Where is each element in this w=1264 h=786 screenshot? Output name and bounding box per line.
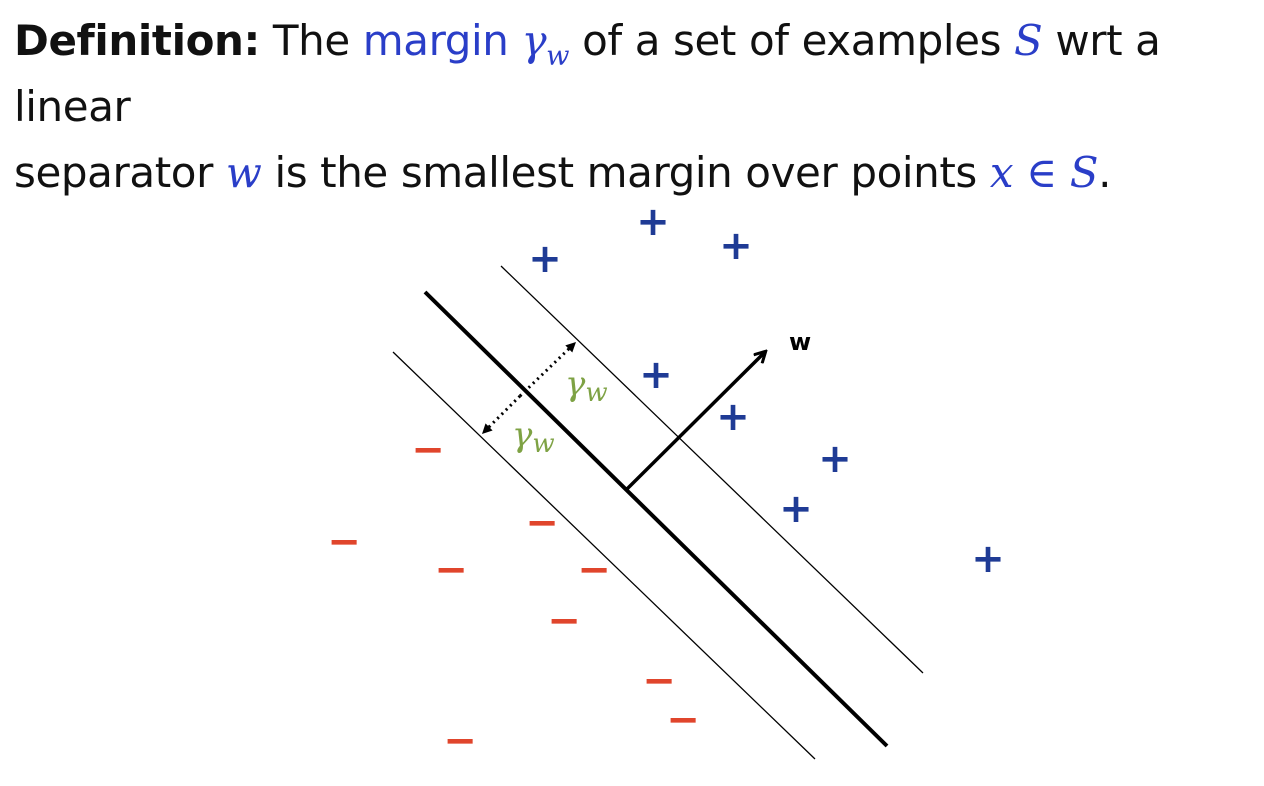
- x-symbol: x: [989, 148, 1014, 197]
- positive-point: +: [639, 352, 673, 398]
- positive-point: +: [636, 199, 670, 245]
- definition-label: Definition:: [14, 16, 260, 65]
- definition-period: .: [1098, 148, 1112, 197]
- negative-points: − − − − − − − − −: [327, 427, 700, 764]
- gamma-w-symbol: γw: [521, 16, 570, 72]
- w-vector-label: w: [789, 328, 811, 356]
- gamma-label-lower: γw: [512, 415, 555, 459]
- definition-part2: of a set of examples: [582, 16, 1002, 65]
- element-of-symbol: ∈: [1026, 148, 1057, 197]
- negative-point: −: [547, 598, 581, 644]
- w-vector-arrow: [625, 352, 765, 491]
- positive-points: + + + + + + + +: [528, 199, 1005, 582]
- negative-point: −: [577, 547, 611, 593]
- gamma-label-upper: γw: [565, 364, 608, 408]
- negative-point: −: [666, 697, 700, 743]
- positive-point: +: [779, 486, 813, 532]
- negative-point: −: [327, 519, 361, 565]
- w-symbol: w: [225, 148, 262, 197]
- positive-point: +: [818, 436, 852, 482]
- definition-part1: The: [272, 16, 350, 65]
- definition-text: Definition: The margin γw of a set of ex…: [14, 8, 1254, 206]
- positive-point: +: [528, 236, 562, 282]
- positive-point: +: [719, 223, 753, 269]
- upper-margin-arrow: [518, 340, 578, 398]
- positive-point: +: [971, 536, 1005, 582]
- negative-point: −: [443, 718, 477, 764]
- set-s-symbol-2: S: [1069, 148, 1099, 197]
- lower-margin-line: [392, 351, 816, 760]
- set-s-symbol: S: [1014, 16, 1043, 65]
- negative-point: −: [434, 547, 468, 593]
- upper-margin-line: [500, 265, 924, 674]
- definition-part3: wrt a linear: [14, 16, 1161, 131]
- negative-point: −: [642, 658, 676, 704]
- negative-point: −: [525, 500, 559, 546]
- separator-line: [423, 290, 889, 748]
- positive-point: +: [716, 394, 750, 440]
- definition-part4: separator: [14, 148, 213, 197]
- margin-term: margin: [362, 16, 509, 65]
- negative-point: −: [411, 427, 445, 473]
- definition-part5: is the smallest margin over points: [274, 148, 977, 197]
